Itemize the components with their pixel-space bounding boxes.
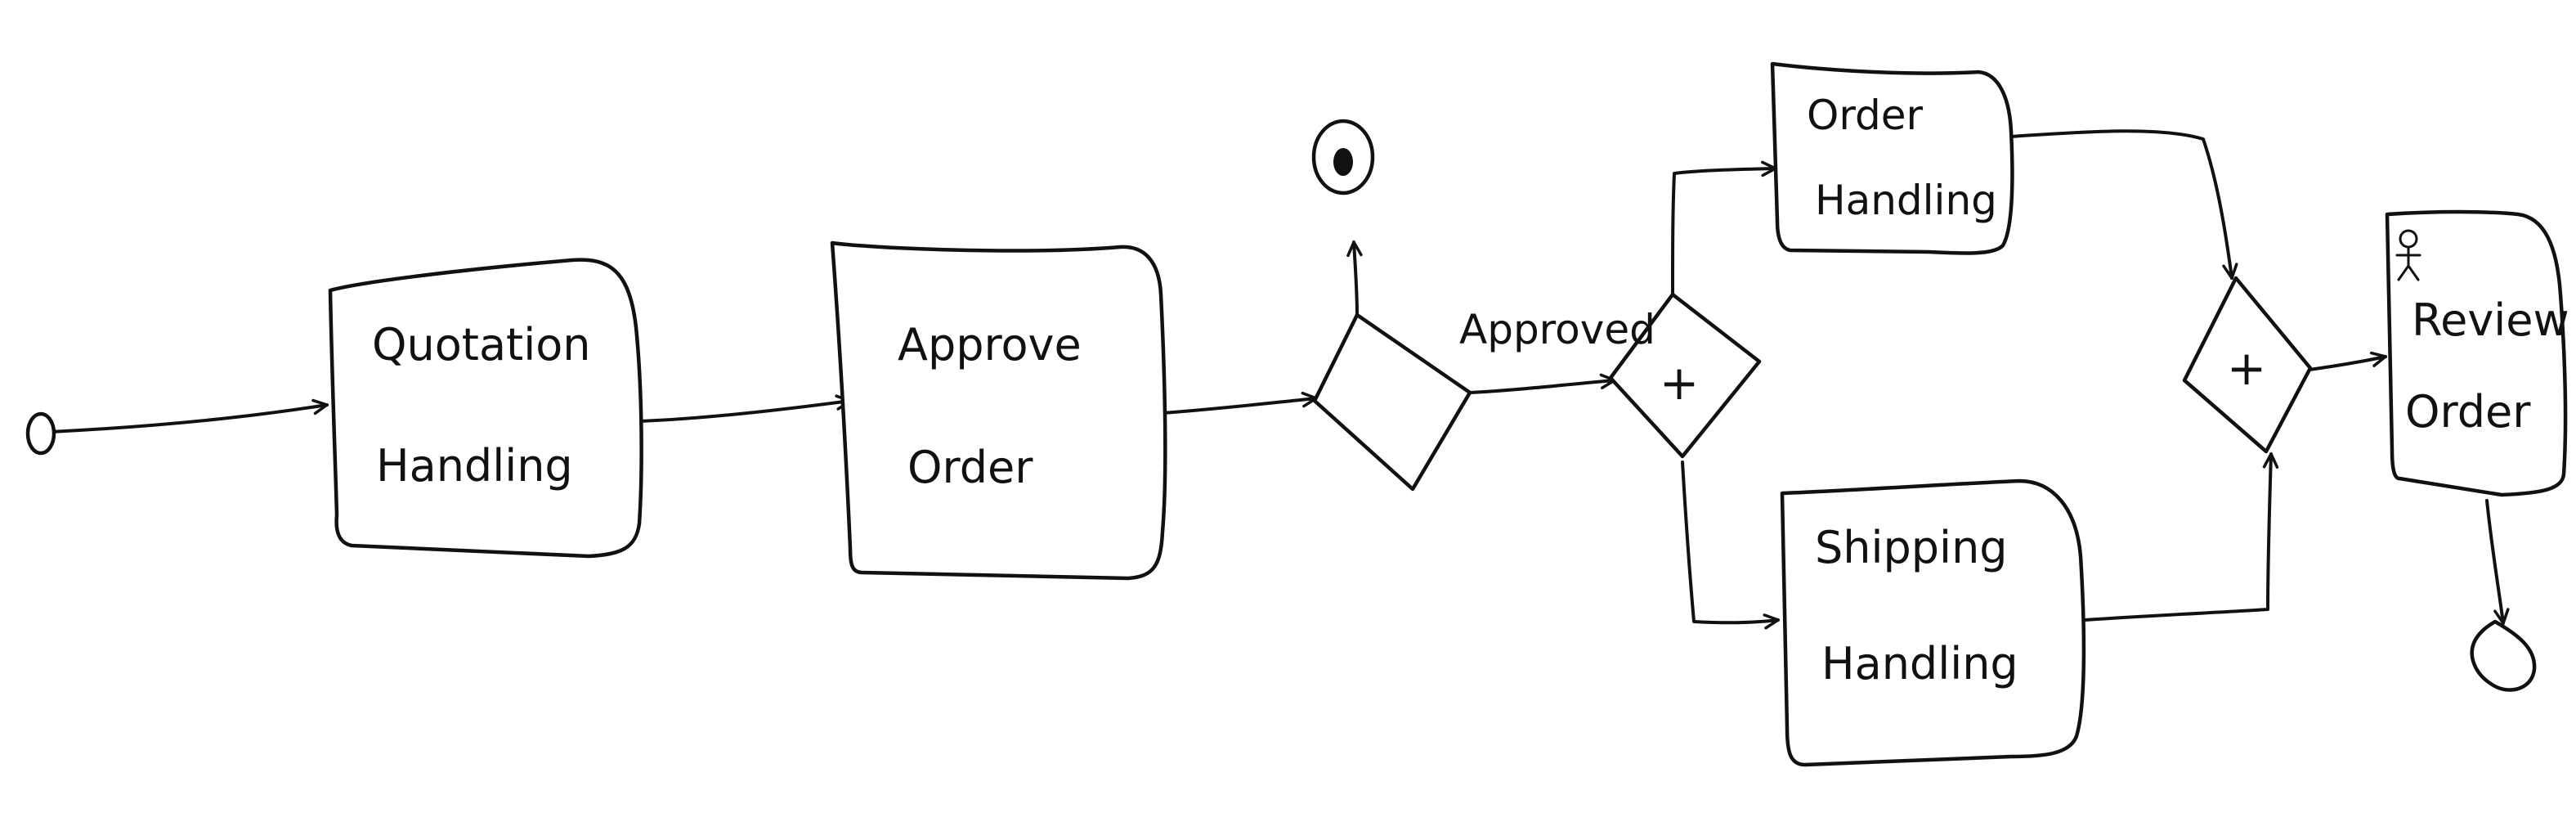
flow-start-to-quotation	[49, 398, 329, 433]
edge-label-approved: Approved	[1459, 306, 1655, 353]
task-label-line-1: Approve	[898, 319, 1082, 371]
parallel-gateway-join: +	[2182, 276, 2313, 454]
task-label-line-2: Order	[907, 442, 1033, 493]
exclusive-gateway	[1312, 312, 1472, 492]
flow-gateway-to-end-rejected	[1346, 240, 1363, 317]
end-event-final	[2470, 619, 2537, 692]
task-label-line-1: Order	[1807, 92, 1924, 139]
task-review-order: Review Order	[2385, 209, 2569, 497]
start-event	[25, 411, 56, 456]
task-approve-order: Approve Order	[830, 240, 1167, 581]
user-task-icon	[2395, 229, 2421, 281]
flow-quotation-to-approve	[638, 394, 852, 423]
end-event-rejected	[1311, 119, 1375, 195]
flow-join-to-review	[2308, 351, 2387, 371]
task-shipping-handling: Shipping Handling	[1780, 478, 2086, 767]
task-label-line-2: Handling	[1821, 638, 2018, 690]
end-event-fill	[1333, 148, 1353, 176]
task-order-handling: Order Handling	[1770, 61, 2014, 255]
gateway-symbol: +	[2227, 340, 2267, 396]
flow-split-to-shipping-handling	[1681, 460, 1780, 630]
task-label-line-1: Review	[2412, 294, 2569, 346]
task-label-line-2: Handling	[376, 440, 573, 492]
flow-split-to-order-handling	[1671, 160, 1777, 294]
flow-approve-to-gateway	[1161, 391, 1318, 415]
task-label-line-2: Order	[2405, 386, 2531, 438]
task-label-line-1: Quotation	[372, 319, 590, 371]
parallel-gateway-split: +	[1608, 292, 1762, 459]
gateway-symbol: +	[1660, 355, 1700, 411]
flow-order-handling-to-join	[2009, 129, 2238, 280]
task-label-line-2: Handling	[1815, 177, 1997, 224]
flow-review-to-end	[2485, 499, 2510, 625]
task-quotation-handling: Quotation Handling	[328, 258, 643, 559]
flow-shipping-handling-to-join	[2083, 452, 2279, 622]
task-label-line-1: Shipping	[1815, 522, 2008, 573]
flow-approved	[1468, 373, 1616, 394]
